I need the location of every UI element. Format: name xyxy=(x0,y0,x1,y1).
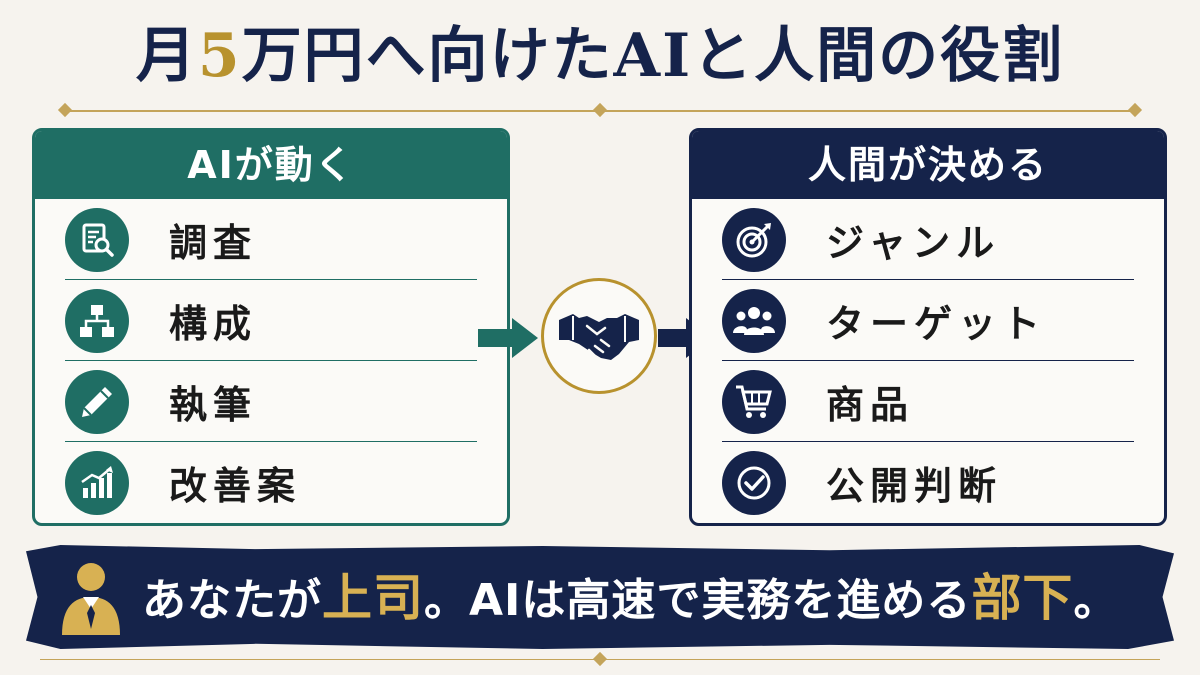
ai-item-label: 執筆 xyxy=(169,383,258,427)
page-title: 月5万円へ向けたAIと人間の役割 xyxy=(0,18,1200,94)
structure-diagram-icon xyxy=(65,288,129,353)
summary-banner xyxy=(26,545,1174,649)
top-divider-ornament-center xyxy=(592,102,608,118)
human-item-publish: 公開判断 xyxy=(692,442,1164,523)
growth-chart-icon xyxy=(65,450,129,515)
human-item-label: ターゲット xyxy=(826,302,1047,346)
human-item-product: 商品 xyxy=(692,361,1164,442)
summary-highlight-boss: 上司 xyxy=(322,569,424,627)
ai-item-label: 改善案 xyxy=(169,464,302,508)
ai-card-heading: AIが動く xyxy=(35,131,507,199)
shopping-cart-icon xyxy=(722,369,786,434)
businessperson-icon xyxy=(62,563,120,635)
human-role-card: 人間が決める ジャンル ターゲット xyxy=(689,128,1167,526)
ai-role-card: AIが動く 調査 構成 xyxy=(32,128,510,526)
summary-part3: 。 xyxy=(1073,575,1119,626)
title-amount: 5 xyxy=(197,21,242,91)
title-suffix: へ向けたAIと人間の役割 xyxy=(365,21,1065,91)
ai-item-structure: 構成 xyxy=(35,280,507,361)
title-mid: 万円 xyxy=(241,21,366,91)
title-prefix: 月 xyxy=(135,21,198,91)
summary-highlight-subordinate: 部下 xyxy=(971,569,1074,627)
human-item-target: ターゲット xyxy=(692,280,1164,361)
human-item-label: 公開判断 xyxy=(826,464,1003,508)
handshake-badge xyxy=(541,278,657,394)
ai-item-research: 調査 xyxy=(35,199,507,280)
ai-item-label: 調査 xyxy=(169,221,258,265)
human-item-genre: ジャンル xyxy=(692,199,1164,280)
document-search-icon xyxy=(65,207,129,272)
target-icon xyxy=(722,207,786,272)
ai-item-label: 構成 xyxy=(169,302,258,346)
bottom-divider-ornament xyxy=(592,651,608,667)
human-item-label: ジャンル xyxy=(826,221,1001,265)
summary-part1: あなたが xyxy=(142,575,322,626)
summary-part2: 。AIは高速で実務を進める xyxy=(424,575,972,626)
arrow-right-icon xyxy=(478,318,538,358)
check-circle-icon xyxy=(722,450,786,515)
summary-text: あなたが上司。AIは高速で実務を進める部下。 xyxy=(142,553,1172,643)
handshake-icon xyxy=(559,314,639,360)
ai-item-writing: 執筆 xyxy=(35,361,507,442)
pencil-icon xyxy=(65,369,129,434)
top-divider-ornament-right xyxy=(1127,102,1143,118)
people-icon xyxy=(722,288,786,353)
human-item-label: 商品 xyxy=(826,383,915,427)
human-card-heading: 人間が決める xyxy=(692,131,1164,199)
top-divider-ornament-left xyxy=(57,102,73,118)
ai-item-improvement: 改善案 xyxy=(35,442,507,523)
